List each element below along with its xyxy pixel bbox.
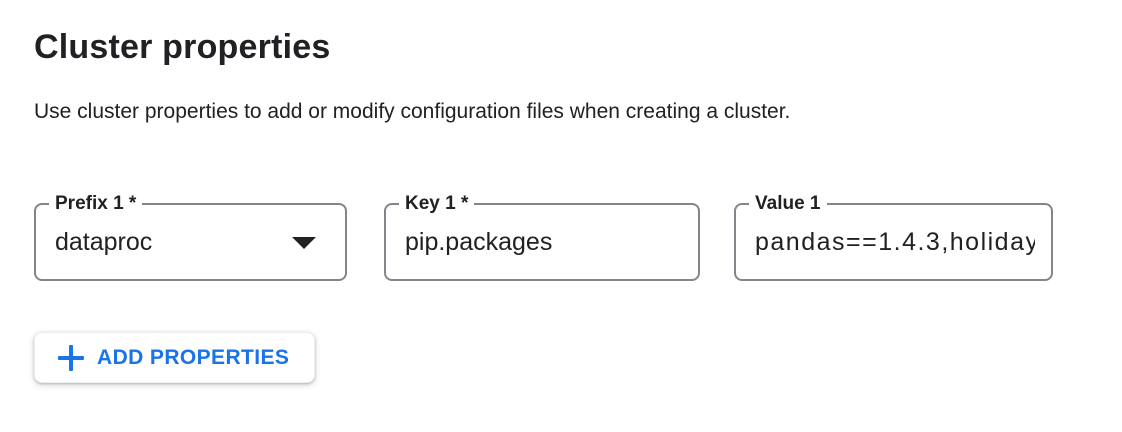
key-field-label: Key 1 *: [399, 192, 475, 217]
value-input[interactable]: [736, 205, 1051, 280]
page-description: Use cluster properties to add or modify …: [34, 100, 791, 124]
value-field-label: Value 1: [749, 192, 827, 217]
value-field-container: Value 1: [734, 192, 1053, 282]
add-properties-button[interactable]: ADD PROPERTIES: [34, 332, 316, 384]
prefix-field-label: Prefix 1 *: [49, 192, 143, 217]
key-field-container: Key 1 *: [384, 192, 700, 282]
plus-icon: [58, 344, 84, 371]
prefix-field-container: Prefix 1 *: [34, 192, 347, 282]
property-row-1: Prefix 1 * Key 1 * Value 1: [34, 192, 1088, 282]
dropdown-arrow-icon[interactable]: [292, 237, 316, 250]
page-title: Cluster properties: [34, 28, 331, 66]
key-input[interactable]: [386, 205, 698, 280]
add-properties-label: ADD PROPERTIES: [97, 345, 290, 369]
